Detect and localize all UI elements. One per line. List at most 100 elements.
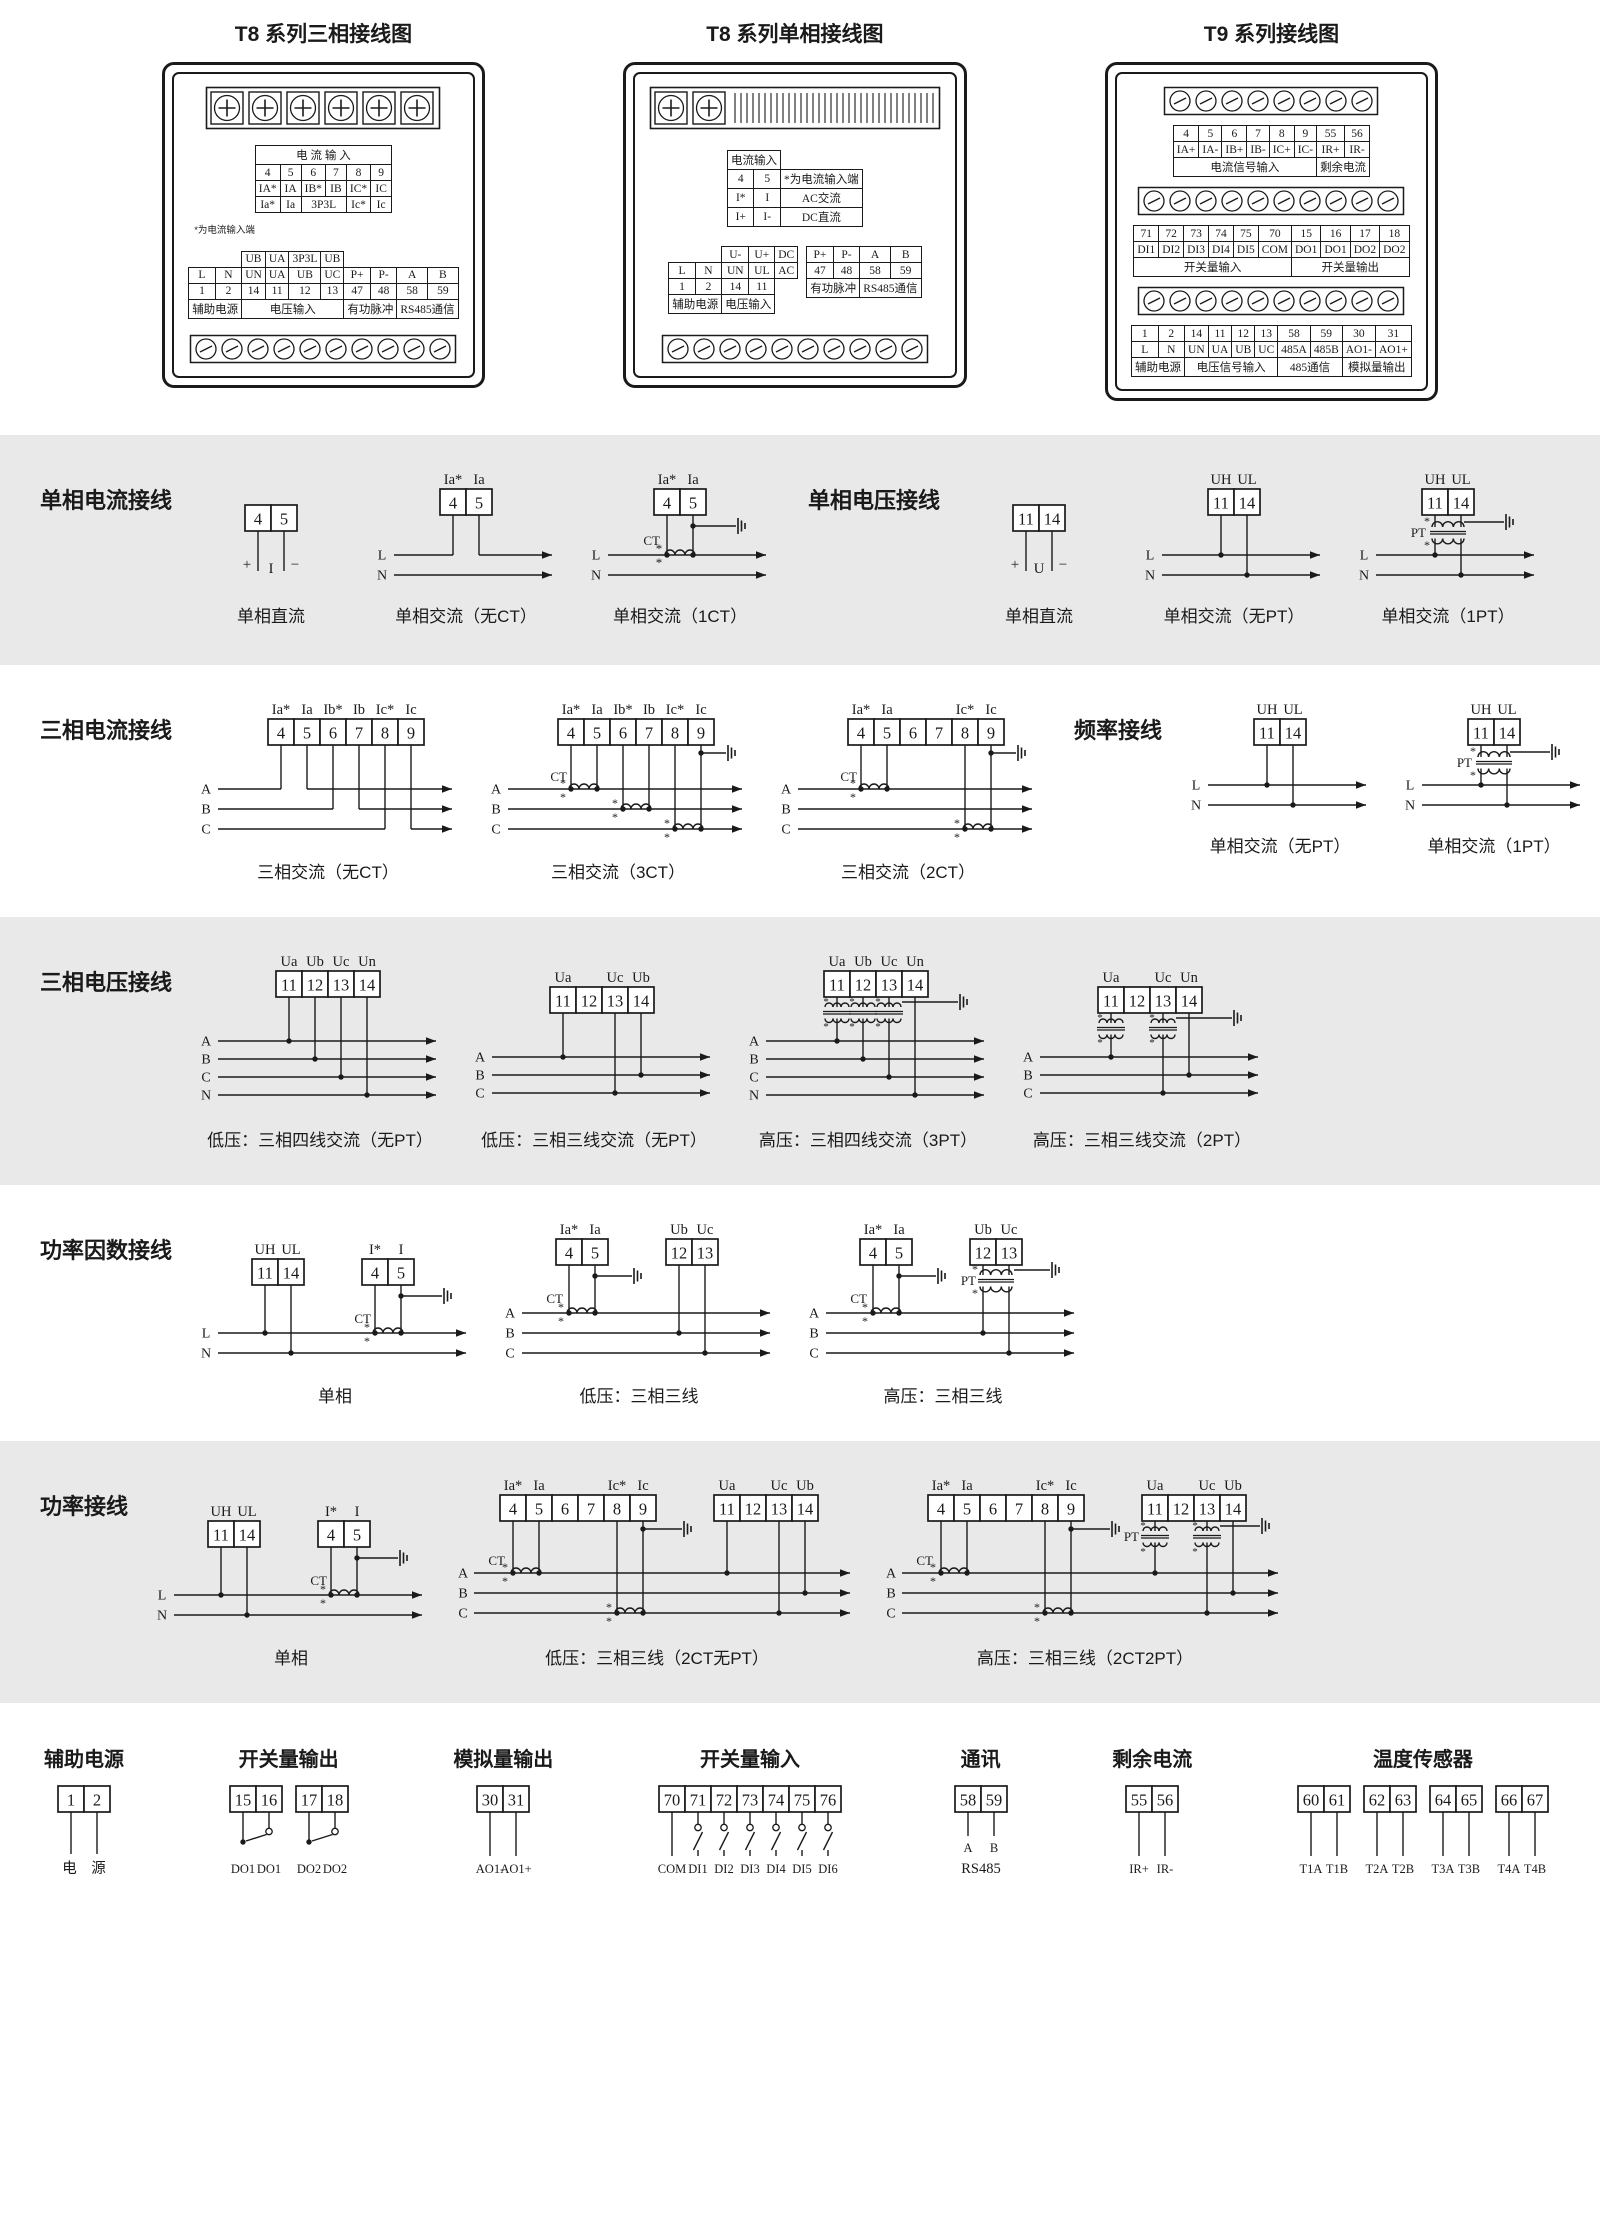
terminal-group-title: 剩余电流 xyxy=(1112,1749,1193,1771)
svg-text:Ib: Ib xyxy=(353,702,365,718)
svg-text:*: * xyxy=(558,1314,564,1328)
svg-text:Ic: Ic xyxy=(637,1478,648,1494)
svg-text:Ib: Ib xyxy=(643,702,655,718)
svg-text:14: 14 xyxy=(633,992,650,1011)
svg-text:T4A: T4A xyxy=(1497,1862,1520,1876)
svg-text:*: * xyxy=(502,1560,508,1574)
svg-text:C: C xyxy=(809,1347,818,1362)
svg-text:6: 6 xyxy=(989,1500,997,1519)
svg-text:T2B: T2B xyxy=(1392,1862,1414,1876)
svg-text:UH: UH xyxy=(211,1504,232,1520)
svg-text:67: 67 xyxy=(1527,1791,1544,1810)
svg-text:5: 5 xyxy=(689,494,697,513)
device-table-row: ​U-U+DCLNUNULAC121411​辅助电源电压输入​P+P-AB474… xyxy=(668,246,922,315)
svg-text:PT: PT xyxy=(961,1273,976,1288)
svg-text:A: A xyxy=(201,783,212,798)
svg-text:11: 11 xyxy=(1018,510,1034,529)
diagram-caption: 单相直流 xyxy=(1005,607,1074,626)
svg-text:66: 66 xyxy=(1501,1791,1518,1810)
svg-text:T2A: T2A xyxy=(1365,1862,1388,1876)
svg-text:C: C xyxy=(781,823,790,838)
svg-text:Uc: Uc xyxy=(697,1222,714,1238)
svg-text:Uc: Uc xyxy=(1199,1478,1216,1494)
device-title: T8 系列单相接线图 xyxy=(706,23,884,46)
svg-text:12: 12 xyxy=(1173,1500,1190,1519)
svg-text:18: 18 xyxy=(326,1791,343,1810)
svg-text:14: 14 xyxy=(1239,494,1256,513)
svg-text:PT: PT xyxy=(1411,525,1426,540)
svg-text:+: + xyxy=(1011,557,1019,573)
svg-text:6: 6 xyxy=(909,724,917,743)
svg-text:*: * xyxy=(656,541,663,556)
svg-text:11: 11 xyxy=(257,1264,273,1283)
svg-text:N: N xyxy=(377,569,387,584)
terminal-group-title: 开关量输出 xyxy=(238,1749,339,1771)
terminal-comb xyxy=(649,86,941,130)
svg-text:5: 5 xyxy=(591,1244,599,1263)
svg-text:13: 13 xyxy=(1001,1244,1018,1263)
svg-text:9: 9 xyxy=(1067,1500,1075,1519)
svg-text:Ua: Ua xyxy=(1147,1478,1164,1494)
svg-text:*: * xyxy=(1097,1037,1103,1049)
svg-text:电 源: 电 源 xyxy=(62,1860,106,1877)
svg-text:*: * xyxy=(558,1300,564,1314)
svg-text:PT: PT xyxy=(1457,755,1472,770)
group-title: 三相电压接线 xyxy=(40,970,173,995)
svg-text:4: 4 xyxy=(509,1500,517,1519)
svg-text:8: 8 xyxy=(961,724,969,743)
svg-text:8: 8 xyxy=(613,1500,621,1519)
svg-text:5: 5 xyxy=(475,494,483,513)
svg-text:Un: Un xyxy=(358,954,376,970)
svg-text:UL: UL xyxy=(281,1242,300,1258)
svg-text:74: 74 xyxy=(768,1791,785,1810)
svg-text:Ia: Ia xyxy=(589,1222,601,1238)
svg-text:13: 13 xyxy=(881,976,898,995)
svg-text:B: B xyxy=(475,1069,484,1084)
svg-text:Ic: Ic xyxy=(985,702,996,718)
svg-text:13: 13 xyxy=(771,1500,788,1519)
terminal-connector-strip xyxy=(1138,186,1405,216)
svg-text:*: * xyxy=(606,1600,612,1614)
svg-text:14: 14 xyxy=(797,1500,814,1519)
svg-text:B: B xyxy=(749,1053,758,1068)
terminal-screws xyxy=(206,86,441,130)
svg-text:CT: CT xyxy=(850,1291,867,1306)
svg-text:4: 4 xyxy=(937,1500,945,1519)
svg-text:B: B xyxy=(781,803,790,818)
svg-text:*: * xyxy=(1470,768,1476,782)
svg-text:B: B xyxy=(201,803,210,818)
svg-text:*: * xyxy=(875,996,881,1008)
svg-text:1: 1 xyxy=(67,1791,75,1810)
terminal-group-title: 开关量输入 xyxy=(699,1749,800,1771)
terminal-group-title: 辅助电源 xyxy=(44,1749,124,1771)
svg-text:17: 17 xyxy=(300,1791,317,1810)
svg-text:65: 65 xyxy=(1461,1791,1478,1810)
diagram-caption: 单相交流（1PT） xyxy=(1427,837,1561,856)
svg-text:8: 8 xyxy=(671,724,679,743)
svg-text:B: B xyxy=(1023,1069,1032,1084)
svg-text:T3B: T3B xyxy=(1458,1862,1480,1876)
svg-text:*: * xyxy=(560,790,566,804)
svg-text:*: * xyxy=(823,996,829,1008)
svg-text:DI3: DI3 xyxy=(740,1862,759,1876)
svg-text:75: 75 xyxy=(794,1791,811,1810)
svg-text:Ia*: Ia* xyxy=(864,1222,883,1238)
